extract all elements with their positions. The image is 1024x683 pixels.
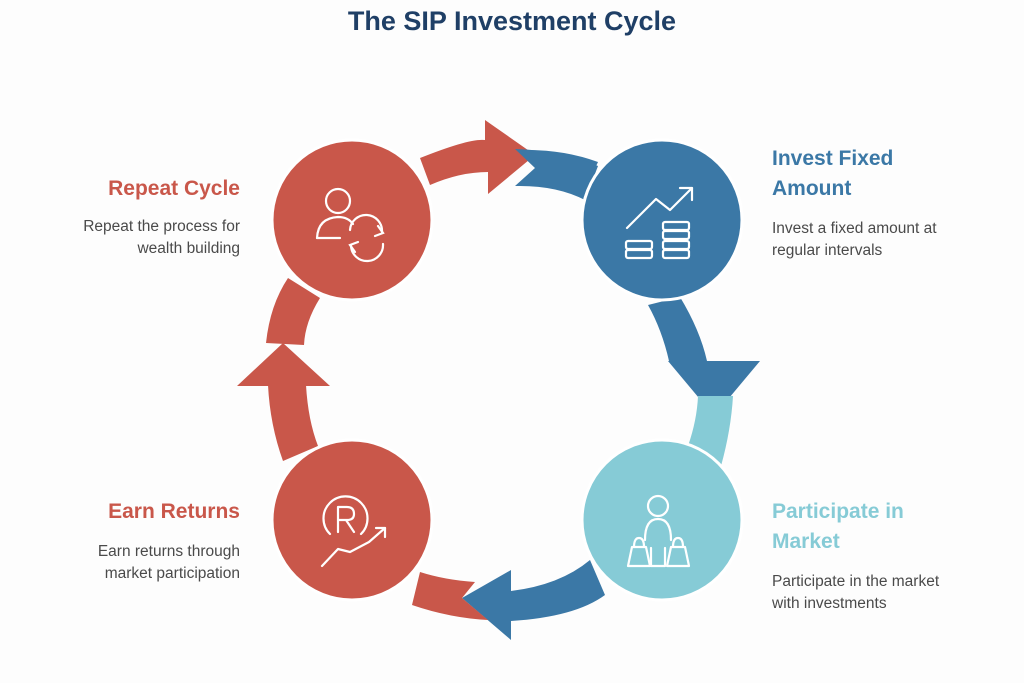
step-circle-participate[interactable]	[580, 438, 744, 602]
step-circle-invest[interactable]	[580, 138, 744, 302]
person-shopping-bags-icon	[626, 494, 691, 568]
title-line: Amount	[772, 177, 852, 200]
title-line: Market	[772, 530, 840, 553]
step-title-earn: Earn Returns	[108, 500, 240, 523]
arc-top-blue	[515, 149, 598, 200]
desc-line: wealth building	[137, 240, 240, 257]
title-line: Participate in	[772, 500, 904, 523]
arrow-repeat-to-invest	[420, 120, 535, 194]
desc-line: Participate in the market	[772, 573, 940, 590]
desc-line: Repeat the process for	[83, 218, 240, 235]
desc-line: regular intervals	[772, 242, 883, 259]
step-title-participate: Participate in Market	[772, 497, 1002, 557]
desc-line: Earn returns through	[97, 543, 240, 560]
arrow-invest-to-participate	[648, 297, 760, 416]
diagram-title: The SIP Investment Cycle	[347, 6, 677, 36]
arrow-earn-to-repeat	[237, 278, 330, 461]
currency-growth-icon	[320, 495, 387, 568]
step-circle-repeat[interactable]	[270, 138, 434, 302]
desc-line: market participation	[104, 565, 240, 582]
step-circle-earn[interactable]	[270, 438, 434, 602]
arc-bottom-red	[412, 572, 488, 620]
person-refresh-icon	[315, 187, 385, 263]
title-line: Invest Fixed	[772, 147, 894, 170]
desc-line: Invest a fixed amount at	[772, 220, 937, 237]
step-title-repeat: Repeat Cycle	[108, 177, 240, 200]
step-label-earn: Earn Returns Earn returns through market …	[40, 497, 240, 585]
desc-line: with investments	[772, 595, 887, 612]
growth-coins-icon	[624, 186, 694, 260]
arrow-participate-to-earn	[462, 560, 605, 640]
step-label-participate: Participate in Market Participate in the …	[772, 497, 1002, 615]
step-desc-invest: Invest a fixed amount at regular interval…	[772, 218, 1002, 262]
step-desc-participate: Participate in the market with investment…	[772, 571, 1002, 615]
step-label-repeat: Repeat Cycle Repeat the process for wealt…	[40, 174, 240, 260]
step-desc-earn: Earn returns through market participation	[40, 541, 240, 585]
step-desc-repeat: Repeat the process for wealth building	[40, 216, 240, 260]
